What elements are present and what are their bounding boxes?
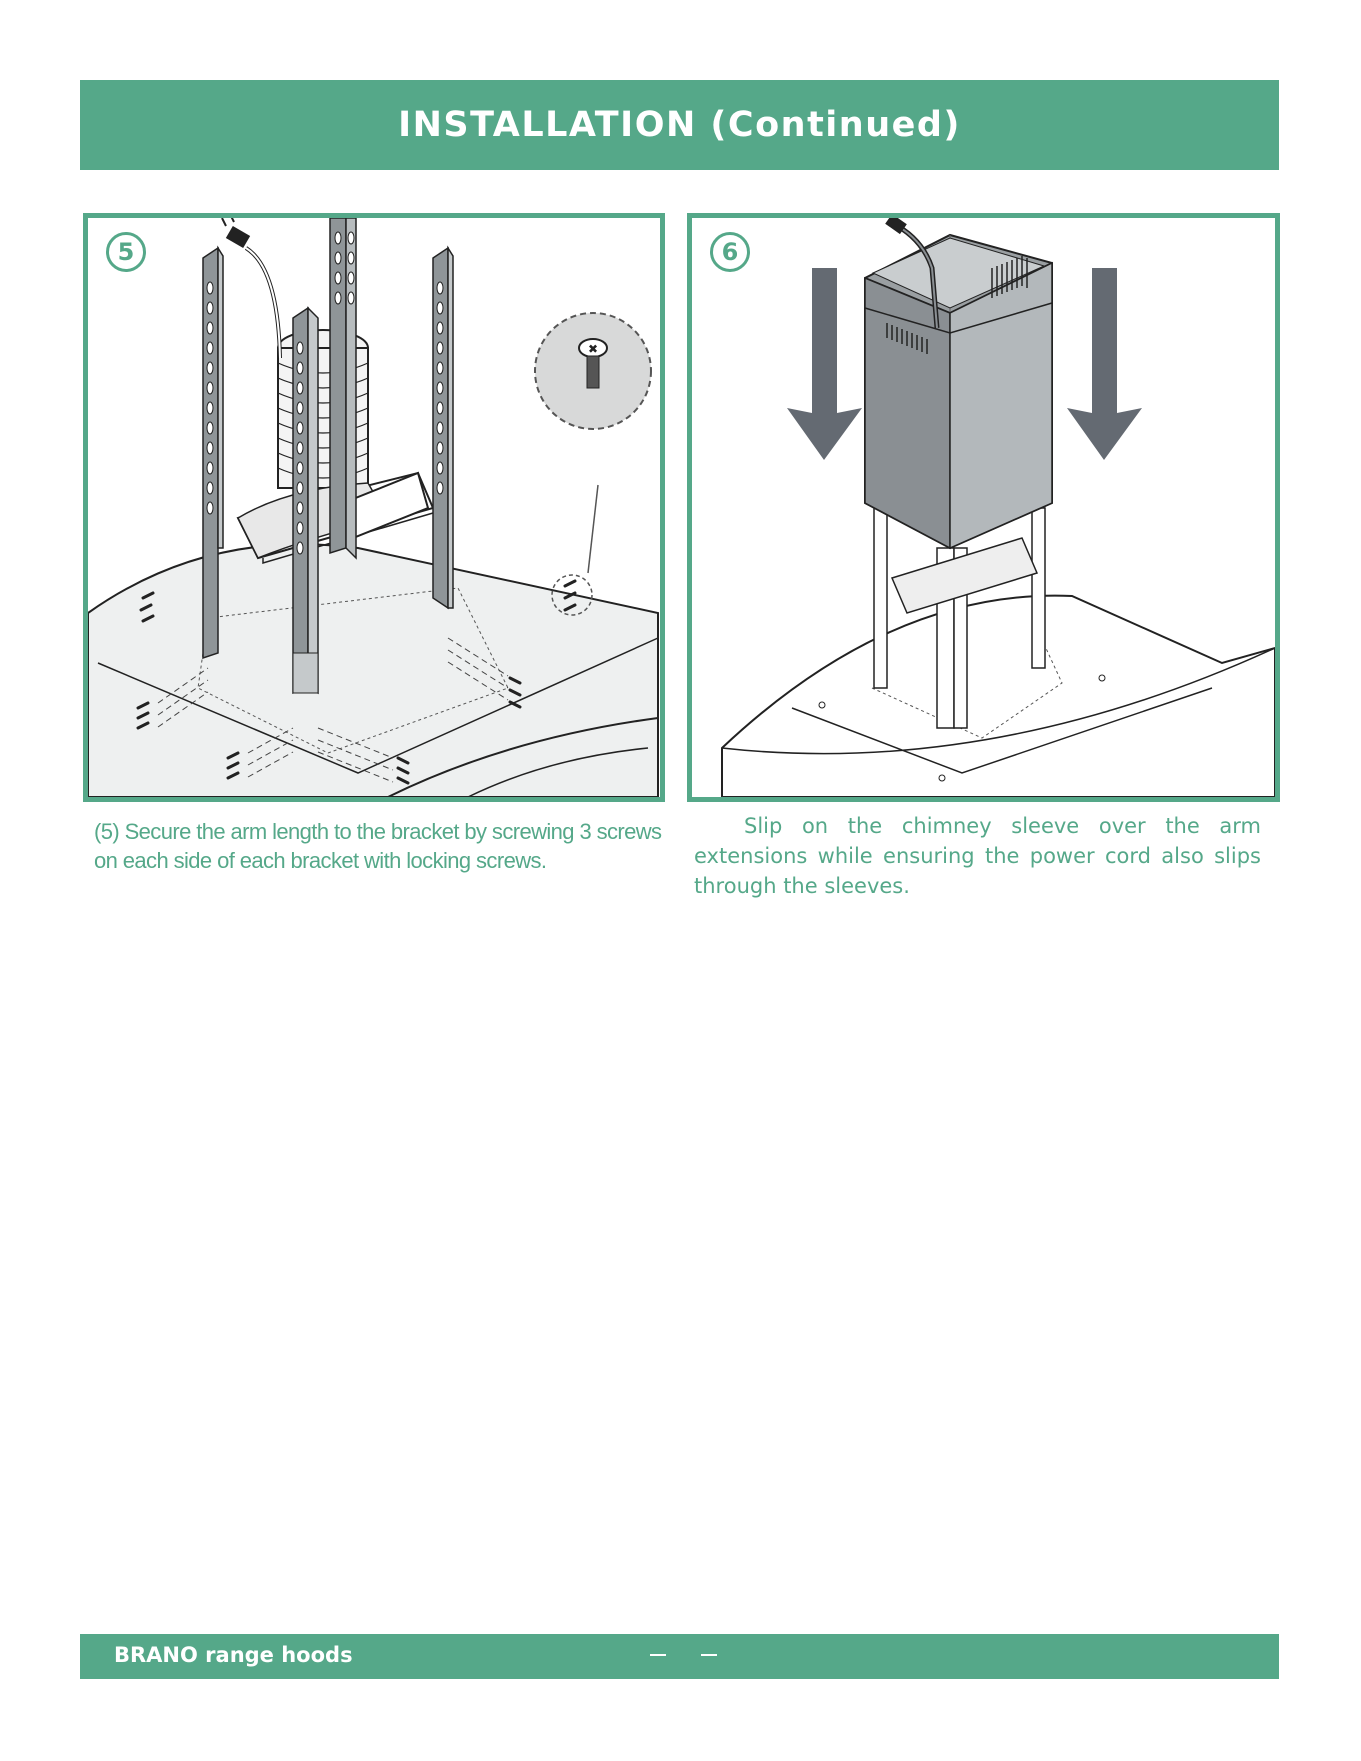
step-6-caption: Slip on the chimney sleeve over the arm … <box>694 811 1261 901</box>
footer-band: BRANO range hoods <box>80 1634 1279 1679</box>
page-title: INSTALLATION (Continued) <box>398 105 961 145</box>
down-arrow-icon <box>787 268 862 460</box>
step-6-illustration <box>692 218 1275 797</box>
power-plug-icon <box>222 218 250 248</box>
step-6-badge: 6 <box>710 232 750 272</box>
svg-text:✖: ✖ <box>588 342 598 356</box>
footer-brand: BRANO range hoods <box>114 1643 353 1667</box>
step-5-caption: (5) Secure the arm length to the bracket… <box>94 817 674 875</box>
footer-divider <box>701 1654 717 1656</box>
down-arrow-icon <box>1067 268 1142 460</box>
step-5-illustration: ✖ <box>88 218 660 797</box>
step-6-illustration-panel: 6 <box>687 213 1280 802</box>
step-5-illustration-panel: ✖ 5 <box>83 213 665 802</box>
step-5-badge: 5 <box>106 232 146 272</box>
header-band: INSTALLATION (Continued) <box>80 80 1279 170</box>
screw-detail-icon: ✖ <box>535 313 651 615</box>
footer-divider <box>650 1654 666 1656</box>
